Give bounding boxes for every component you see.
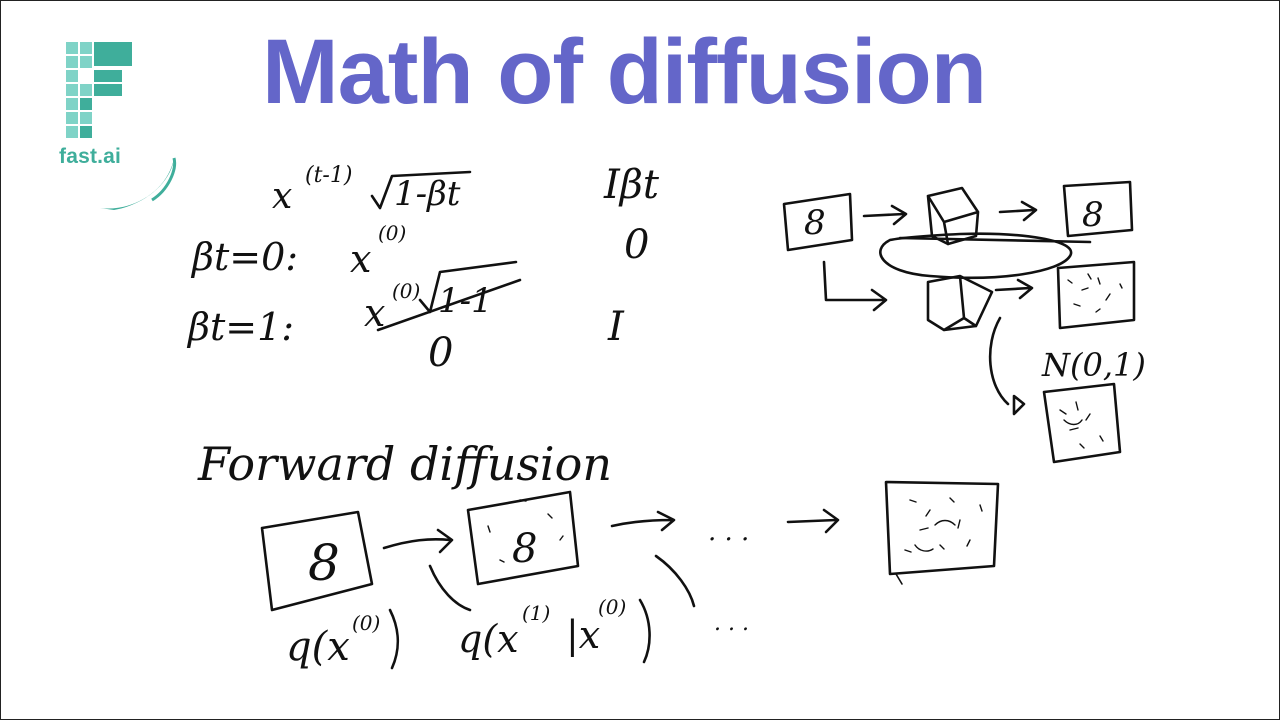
chain-ellipsis-2: . . . bbox=[714, 611, 749, 636]
clean-image-box bbox=[260, 510, 374, 612]
slide-title: Math of diffusion bbox=[262, 21, 987, 123]
q-x0-superscript: (0) bbox=[352, 611, 380, 635]
fastai-logo-icon bbox=[66, 42, 177, 210]
q-x0-label: q(x bbox=[286, 624, 350, 670]
row-beta1-variance: I bbox=[607, 304, 625, 350]
noise-pattern-icon-3 bbox=[1059, 401, 1104, 449]
normal-distribution-label: N(0,1) bbox=[1041, 346, 1146, 384]
row-beta1-zero: 0 bbox=[428, 330, 453, 376]
sampled-noise-box bbox=[1042, 382, 1122, 464]
q-x1-condition-superscript: (0) bbox=[598, 595, 626, 619]
loop-line bbox=[898, 236, 1092, 244]
arrow-icon-6 bbox=[822, 260, 888, 312]
noise-specks-icon bbox=[487, 499, 564, 563]
row-beta1-label: βt=1: bbox=[186, 305, 294, 349]
q-x1-label: q(x bbox=[458, 617, 519, 661]
row-beta1-x: x bbox=[364, 291, 385, 335]
model-block-icon-2 bbox=[926, 274, 994, 332]
noisy-image-box bbox=[466, 490, 580, 586]
curve-to-noise bbox=[988, 316, 1010, 406]
clean-image-digit: 8 bbox=[308, 534, 340, 592]
row-beta0-label: βt=0: bbox=[190, 235, 298, 279]
header-x-superscript: (t-1) bbox=[305, 163, 352, 188]
row-beta0-variance: 0 bbox=[624, 222, 649, 268]
header-x-text: x bbox=[272, 176, 292, 217]
q-x1-close-paren bbox=[638, 598, 651, 664]
forward-diffusion-heading: Forward diffusion bbox=[197, 437, 612, 491]
row-beta1-x-superscript: (0) bbox=[392, 279, 420, 303]
logo-text: fast.ai bbox=[59, 145, 122, 168]
input-image-digit: 8 bbox=[804, 203, 826, 243]
header-variance-text: Iβt bbox=[603, 162, 660, 208]
arrow-icon-7 bbox=[994, 278, 1034, 300]
q-x0-close-paren bbox=[388, 608, 400, 670]
header-sqrt-text: 1-βt bbox=[394, 174, 461, 214]
output-image-digit: 8 bbox=[1082, 195, 1104, 235]
noise-pattern-icon bbox=[904, 497, 983, 553]
row-beta1-sqrt: 1-1 bbox=[438, 281, 493, 321]
input-image-box bbox=[782, 192, 854, 252]
strike-through-line bbox=[376, 278, 522, 332]
row-beta0-x: x bbox=[350, 237, 371, 281]
noise-prediction-box bbox=[1056, 260, 1136, 330]
output-image-box bbox=[1062, 180, 1134, 238]
arrow-icon-4 bbox=[862, 204, 908, 226]
arrowhead-icon bbox=[1012, 394, 1026, 416]
chain-ellipsis: . . . bbox=[708, 517, 749, 547]
sqrt-sign-icon-2 bbox=[418, 260, 518, 314]
q-x1-superscript: (1) bbox=[522, 601, 550, 625]
curve-connector bbox=[428, 564, 472, 612]
arrow-icon-2 bbox=[610, 510, 676, 532]
sqrt-sign-icon bbox=[370, 170, 472, 210]
pure-noise-box bbox=[884, 480, 1000, 576]
arrow-icon-3 bbox=[786, 508, 840, 534]
arrow-icon bbox=[382, 528, 454, 554]
q-x1-condition: |x bbox=[566, 613, 600, 657]
loop-ellipse bbox=[879, 232, 1073, 280]
noisy-image-digit: 8 bbox=[512, 526, 537, 572]
cursor-mark bbox=[895, 573, 903, 585]
row-beta0-x-superscript: (0) bbox=[378, 221, 406, 245]
noise-pattern-icon-2 bbox=[1067, 273, 1123, 313]
curve-connector-2 bbox=[654, 554, 696, 608]
arrow-icon-5 bbox=[998, 200, 1038, 222]
